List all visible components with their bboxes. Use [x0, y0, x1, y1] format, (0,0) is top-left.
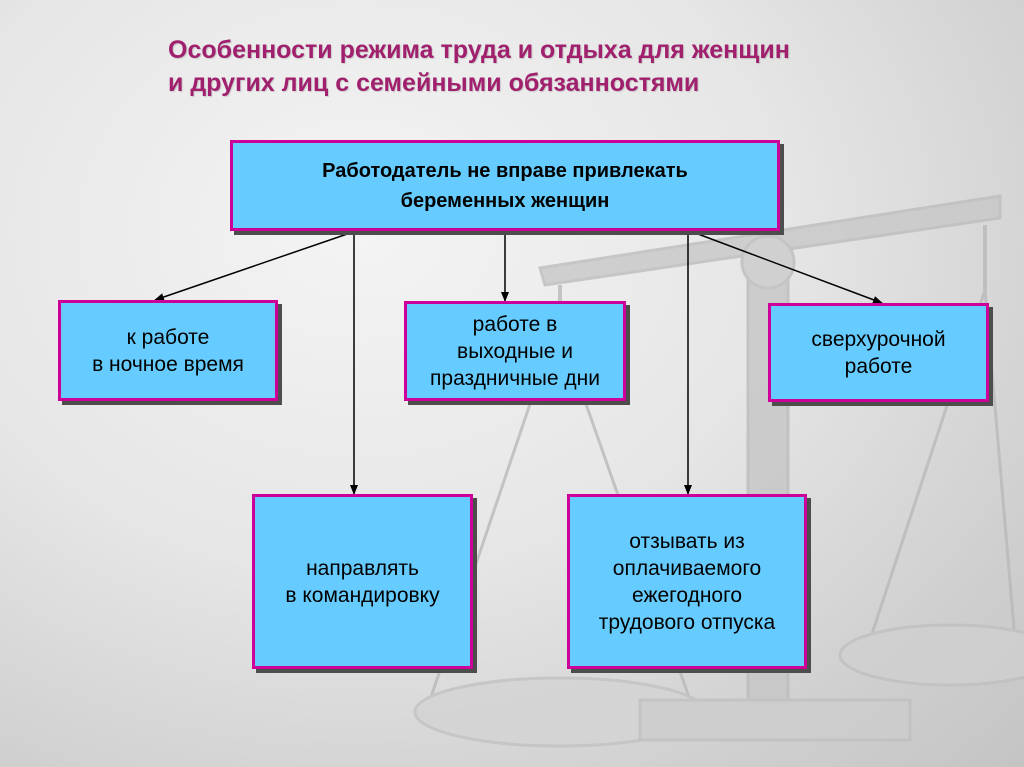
vacation-recall-line-4: трудового отпуска	[598, 610, 776, 634]
business-trip-line-1: направлять	[306, 556, 419, 580]
night-work-line-1: к работе	[126, 325, 210, 349]
page-title-line-1: Особенности режима труда и отдыха для же…	[168, 36, 790, 64]
root-box-line-2: беременных женщин	[400, 189, 610, 212]
vacation-recall-line-3: ежегодного	[632, 583, 742, 607]
arrow-to-night-work	[154, 230, 357, 301]
business-trip-line-2: в командировку	[285, 583, 440, 607]
root-box-employer-restriction: Работодатель не вправе привлекать береме…	[230, 140, 780, 231]
page-title-line-2: и других лиц с семейными обязанностями	[168, 69, 700, 97]
vacation-recall-line-2: оплачиваемого	[612, 556, 762, 580]
overtime-work-line-2: работе	[844, 354, 913, 378]
box-night-work: к работе в ночное время	[58, 300, 278, 401]
weekend-work-line-2: выходные и	[457, 339, 573, 363]
page-title: Особенности режима труда и отдыха для же…	[168, 34, 968, 100]
overtime-work-line-1: сверхурочной	[811, 327, 946, 351]
night-work-line-2: в ночное время	[92, 352, 244, 376]
root-box-line-1: Работодатель не вправе привлекать	[322, 159, 688, 182]
vacation-recall-line-1: отзывать из	[629, 529, 745, 553]
arrow-to-overtime-work	[689, 230, 883, 304]
weekend-work-line-1: работе в	[472, 312, 558, 336]
box-weekend-work: работе в выходные и праздничные дни	[404, 301, 626, 401]
box-overtime-work: сверхурочной работе	[768, 303, 989, 402]
weekend-work-line-3: праздничные дни	[430, 366, 600, 390]
box-vacation-recall: отзывать из оплачиваемого ежегодного тру…	[567, 494, 807, 669]
box-business-trip: направлять в командировку	[252, 494, 473, 669]
